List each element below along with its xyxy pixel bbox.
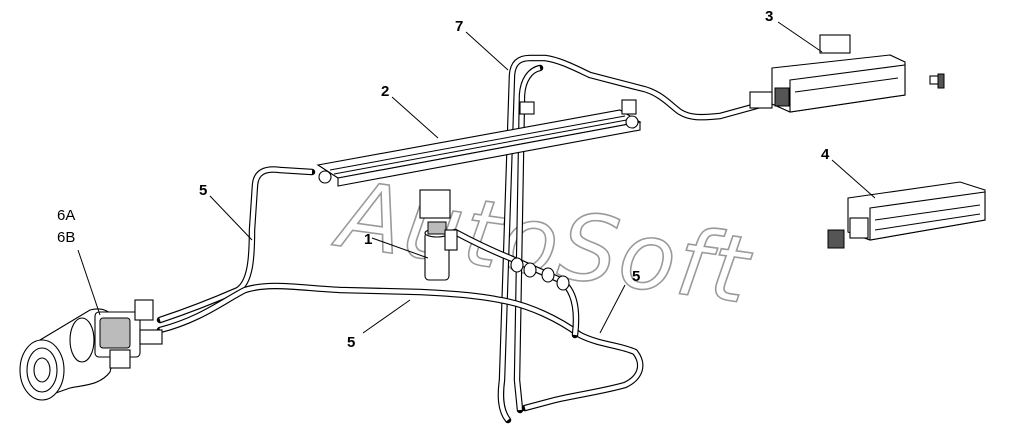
callout-6b: 6B: [57, 229, 75, 246]
o-rings: [510, 257, 570, 291]
callout-4: 4: [821, 146, 830, 163]
callout-5-right: 5: [632, 268, 640, 285]
receiver-drier: [424, 221, 458, 281]
leader-lines: [77, 21, 876, 334]
callout-2: 2: [381, 83, 389, 100]
evaporator-4: [827, 181, 986, 249]
callout-5-lower: 5: [347, 334, 355, 351]
callout-5-upper: 5: [199, 182, 207, 199]
condenser: [316, 99, 642, 219]
watermark: AutoSoft: [328, 160, 757, 324]
evaporator-3: [749, 34, 906, 113]
callout-6a: 6A: [57, 207, 75, 224]
fitting: [929, 73, 945, 89]
callout-1: 1: [364, 231, 372, 248]
compressor: [19, 299, 163, 401]
callout-labels: 1 2 3 4 5 5 5 6A 6B 7: [57, 8, 830, 351]
callout-3: 3: [765, 8, 773, 25]
callout-7: 7: [455, 18, 463, 35]
